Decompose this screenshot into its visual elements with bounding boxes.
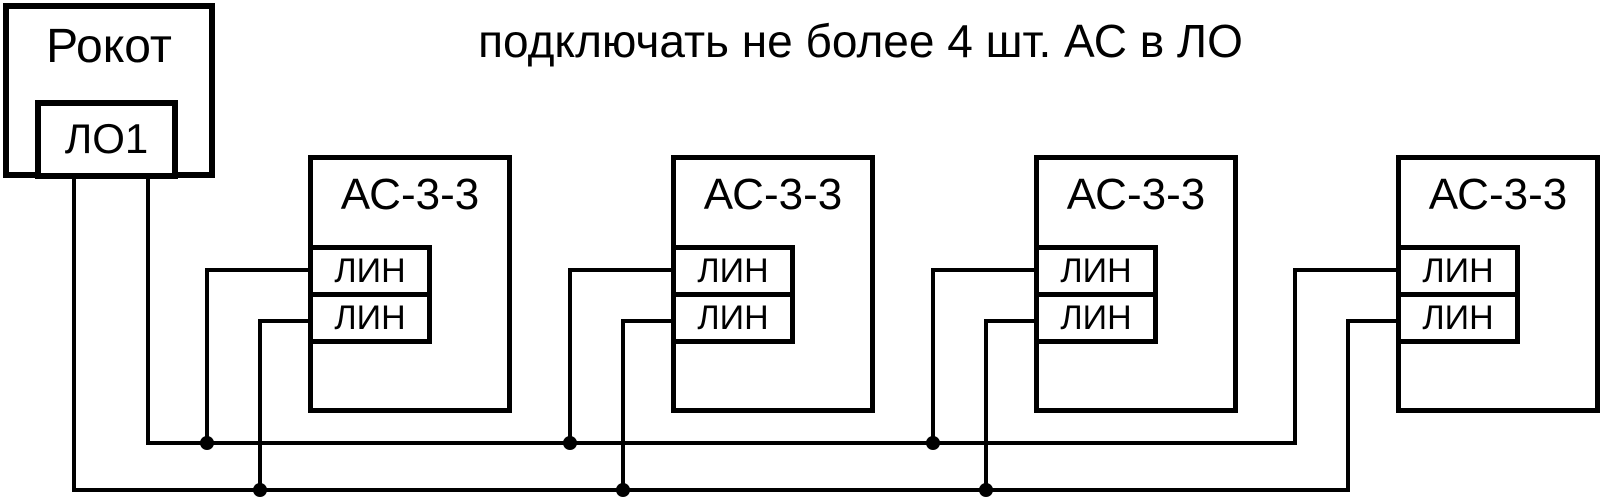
speaker-box-1: АС-3-3 ЛИН ЛИН — [308, 155, 512, 413]
panel-label: Рокот — [46, 20, 172, 73]
speaker-2-terminal-lin-2: ЛИН — [671, 292, 795, 344]
speaker-1-label: АС-3-3 — [340, 170, 480, 219]
panel-output-lo1-box: ЛО1 — [35, 100, 178, 179]
junction-dot-lower-2 — [616, 483, 630, 497]
speaker-3-terminal-lin-2: ЛИН — [1034, 292, 1158, 344]
junction-dot-lower-1 — [253, 483, 267, 497]
junction-dot-upper-1 — [200, 436, 214, 450]
wire-speaker-4-lin2-horizontal — [1346, 319, 1396, 323]
junction-dot-upper-2 — [563, 436, 577, 450]
junction-dot-upper-3 — [926, 436, 940, 450]
speaker-3-label: АС-3-3 — [1066, 170, 1206, 219]
speaker-1-terminal-lin-2: ЛИН — [308, 292, 432, 344]
speaker-4-label: АС-3-3 — [1428, 170, 1568, 219]
speaker-box-2: АС-3-3 ЛИН ЛИН — [671, 155, 875, 413]
wire-speaker-2-lin2-vertical — [621, 319, 625, 492]
wire-speaker-1-lin1-vertical — [205, 268, 209, 445]
wire-bus-lower — [72, 488, 1350, 492]
wire-speaker-3-lin2-horizontal — [984, 319, 1034, 323]
speaker-3-terminal-lin-1: ЛИН — [1034, 245, 1158, 297]
speaker-box-4: АС-3-3 ЛИН ЛИН — [1396, 155, 1600, 413]
wire-speaker-2-lin1-vertical — [568, 268, 572, 445]
wire-bus-upper — [146, 441, 1297, 445]
wire-speaker-2-lin2-horizontal — [621, 319, 671, 323]
wire-speaker-4-lin1-vertical — [1293, 268, 1297, 445]
junction-dot-lower-3 — [979, 483, 993, 497]
speaker-2-terminal-lin-1: ЛИН — [671, 245, 795, 297]
speaker-box-3: АС-3-3 ЛИН ЛИН — [1034, 155, 1238, 413]
speaker-2-label: АС-3-3 — [703, 170, 843, 219]
wire-speaker-2-lin1-horizontal — [568, 268, 671, 272]
wire-speaker-3-lin2-vertical — [984, 319, 988, 492]
diagram-note: подключать не более 4 шт. АС в ЛО — [478, 15, 1243, 67]
wire-speaker-4-lin1-horizontal — [1293, 268, 1396, 272]
wire-speaker-3-lin1-vertical — [931, 268, 935, 445]
wire-lo1-left-vertical — [72, 178, 76, 492]
wire-speaker-3-lin1-horizontal — [931, 268, 1034, 272]
panel-output-label: ЛО1 — [64, 115, 149, 162]
wire-speaker-4-lin2-vertical — [1346, 319, 1350, 492]
wire-lo1-right-vertical — [146, 178, 150, 445]
speaker-1-terminal-lin-1: ЛИН — [308, 245, 432, 297]
wire-speaker-1-lin1-horizontal — [205, 268, 308, 272]
wire-speaker-1-lin2-horizontal — [258, 319, 308, 323]
speaker-4-terminal-lin-2: ЛИН — [1396, 292, 1520, 344]
speaker-4-terminal-lin-1: ЛИН — [1396, 245, 1520, 297]
wire-speaker-1-lin2-vertical — [258, 319, 262, 492]
